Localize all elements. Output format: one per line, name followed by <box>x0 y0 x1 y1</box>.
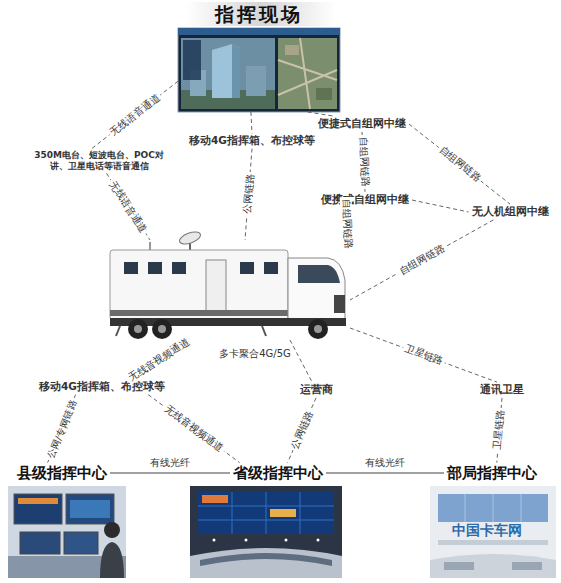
dashed-link <box>350 328 497 382</box>
link-label: 无线语音通道 <box>106 91 164 140</box>
device-node: 移动4G指挥箱、布控球等 <box>186 133 318 148</box>
relay-label: 无人机组网中继 <box>472 205 549 219</box>
relay-node: 便捷式自组网中继 <box>315 116 409 132</box>
relay-node: 便携式自组网中继 <box>318 192 412 208</box>
link-label: 公网链路 <box>241 172 256 217</box>
center-node: 省级指挥中心 <box>230 463 326 484</box>
relay-node: 无人机组网中继 <box>469 204 552 220</box>
fiber-link <box>110 472 230 473</box>
fiber-link <box>326 472 444 473</box>
link-label: 卫星链路 <box>492 408 507 453</box>
dashed-link <box>148 395 239 463</box>
link-label: 自组网链路 <box>435 143 485 186</box>
link-label: 自组网链路 <box>395 242 448 279</box>
link-label: 多卡聚合4G/5G <box>217 348 293 360</box>
dashed-link <box>308 112 334 116</box>
dashed-link <box>107 173 151 240</box>
command-truck <box>110 230 346 339</box>
link-label: 公网链路 <box>287 408 316 453</box>
link-label: 无线音视频通道 <box>125 335 194 385</box>
center-heading: 部局指挥中心 <box>447 464 537 483</box>
command-screen <box>178 28 340 112</box>
device-node: 移动4G指挥箱、布控球等 <box>36 379 168 394</box>
link-label: 自组网链路 <box>356 135 371 190</box>
command-vehicle <box>100 240 350 340</box>
dashed-link <box>251 112 252 133</box>
center-heading: 县级指挥中心 <box>17 464 107 483</box>
operator-label: 运营商 <box>300 383 333 397</box>
device-label: 移动4G指挥箱、布控球等 <box>39 380 165 393</box>
link-label: 无线语音通道 <box>106 177 151 237</box>
link-label: 卫星链路 <box>401 342 446 368</box>
site-heading: 指挥现场 <box>178 2 340 26</box>
province-center-photo <box>190 486 342 578</box>
satellite-node: 通讯卫星 <box>477 382 527 398</box>
ministry-center-photo <box>430 486 556 578</box>
county-center-photo <box>8 486 126 578</box>
radio-label: 350M电台、短波电台、POC对讲、卫星电话等语音通信 <box>27 150 171 173</box>
dashed-link <box>350 220 493 300</box>
link-label: 有线光纤 <box>363 457 407 469</box>
link-label: 有线光纤 <box>148 457 192 469</box>
radio-node: 350M电台、短波电台、POC对讲、卫星电话等语音通信 <box>24 149 174 174</box>
dashed-link <box>92 81 179 149</box>
watermark: 中国卡车网 <box>452 522 522 540</box>
command-site-panel: 指挥现场 <box>178 2 340 112</box>
dashed-link <box>412 200 469 212</box>
satellite-label: 通讯卫星 <box>480 383 524 397</box>
dashed-link <box>288 398 316 463</box>
relay-label: 便捷式自组网中继 <box>318 117 406 131</box>
device-label: 移动4G指挥箱、布控球等 <box>189 134 315 147</box>
link-label: 无线音视频通道 <box>161 402 228 456</box>
dashed-link <box>290 340 312 382</box>
operator-node: 运营商 <box>297 382 336 398</box>
relay-label: 便携式自组网中继 <box>321 193 409 207</box>
center-node: 县级指挥中心 <box>14 463 110 484</box>
center-node: 部局指挥中心 <box>444 463 540 484</box>
dashed-link <box>409 124 510 204</box>
center-heading: 省级指挥中心 <box>233 464 323 483</box>
link-label: 公网/专网链路 <box>44 395 80 461</box>
